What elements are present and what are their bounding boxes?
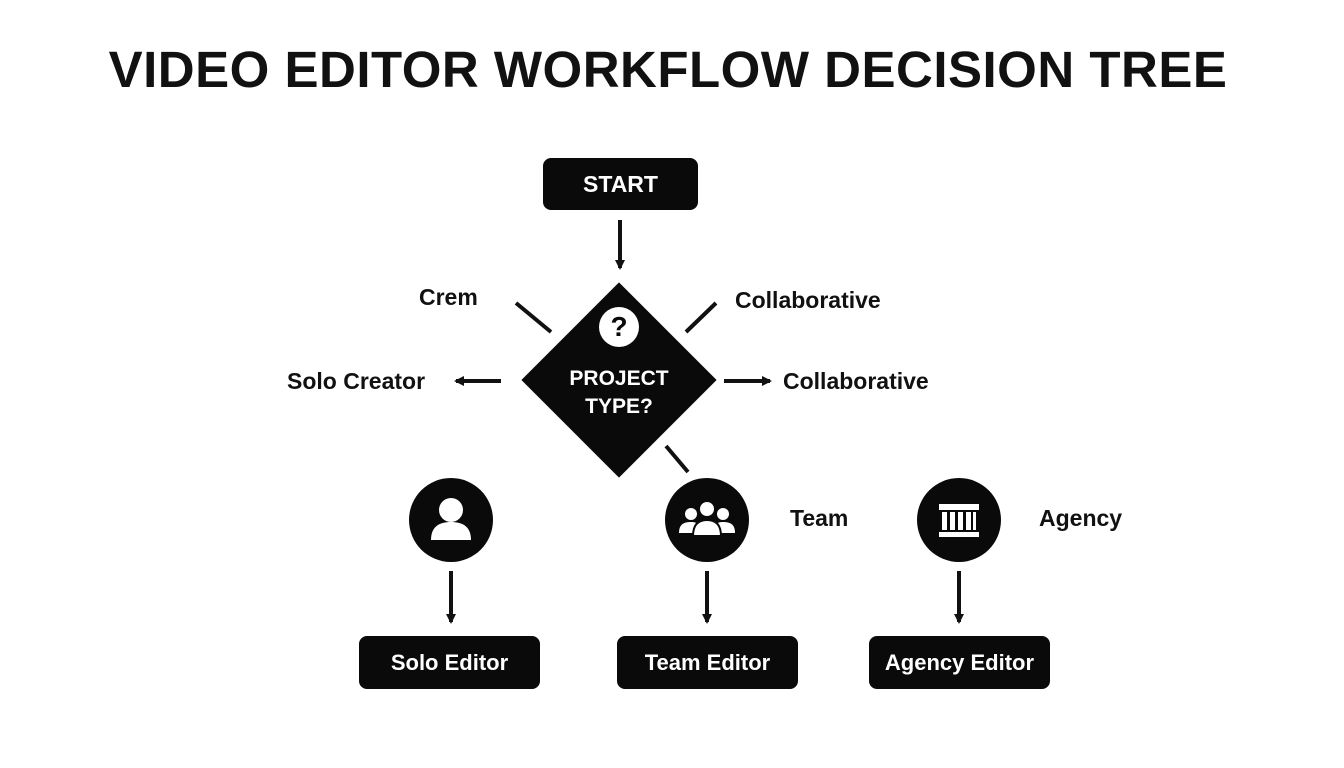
group-icon bbox=[665, 478, 749, 562]
branch-label-left: Solo Creator bbox=[287, 368, 426, 394]
category-label-team: Team bbox=[790, 505, 849, 531]
question-mark-icon: ? bbox=[599, 307, 639, 347]
person-icon bbox=[409, 478, 493, 562]
page-title: VIDEO EDITOR WORKFLOW DECISION TREE bbox=[108, 41, 1228, 98]
category-label-agency: Agency bbox=[1039, 505, 1123, 531]
branch-label-right: Collaborative bbox=[783, 368, 929, 394]
connector-top-right bbox=[684, 301, 718, 334]
connector-bottom bbox=[664, 444, 690, 474]
result-solo-editor: Solo Editor bbox=[359, 636, 540, 689]
start-node: START bbox=[543, 158, 698, 210]
branch-label-top-left: Crem bbox=[419, 284, 478, 310]
result-agency-editor: Agency Editor bbox=[869, 636, 1050, 689]
decision-label: PROJECT TYPE? bbox=[521, 365, 717, 421]
decision-node: ? PROJECT TYPE? bbox=[521, 282, 717, 478]
connector-top-left bbox=[514, 301, 553, 334]
building-icon bbox=[917, 478, 1001, 562]
decision-label-line-2: TYPE? bbox=[585, 395, 653, 418]
decision-label-line-1: PROJECT bbox=[569, 367, 669, 390]
result-team-editor: Team Editor bbox=[617, 636, 798, 689]
branch-label-top-right: Collaborative bbox=[735, 287, 881, 313]
